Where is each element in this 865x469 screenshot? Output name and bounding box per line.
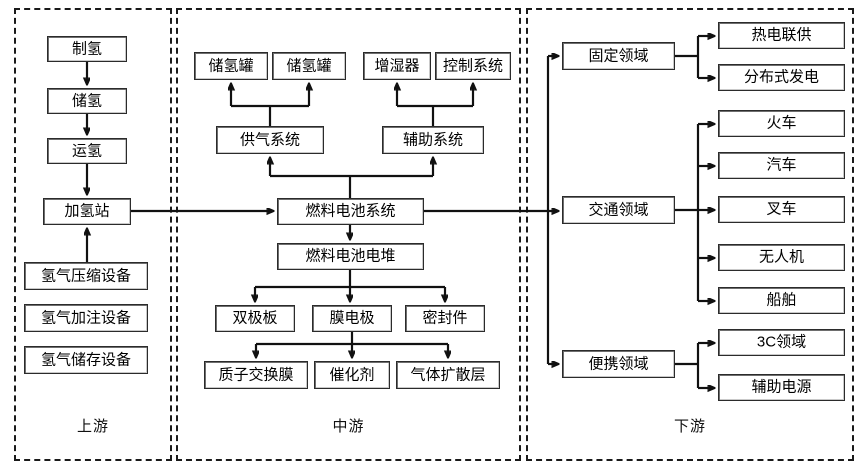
node-ship[interactable]: 船舶 [718, 287, 845, 314]
panel-label-midstream: 中游 [332, 418, 365, 435]
node-label: 分布式发电 [743, 68, 819, 86]
node-humidifier[interactable]: 增湿器 [363, 52, 431, 80]
node-stationary-field[interactable]: 固定领域 [562, 42, 675, 70]
node-label: 辅助系统 [402, 131, 463, 148]
panel-label-downstream: 下游 [673, 418, 706, 435]
node-label: 气体扩散层 [410, 366, 486, 383]
node-hydrogen-tank-2[interactable]: 储氢罐 [272, 52, 346, 80]
node-label: 无人机 [758, 248, 804, 266]
node-label: 燃料电池系统 [305, 202, 396, 220]
node-label: 燃料电池电堆 [305, 247, 396, 265]
node-hydrogen-production[interactable]: 制氢 [47, 36, 127, 62]
node-distributed-generation[interactable]: 分布式发电 [718, 64, 845, 91]
node-label: 供气系统 [239, 131, 300, 148]
node-compression-equipment[interactable]: 氢气压缩设备 [24, 262, 148, 290]
node-transport-field[interactable]: 交通领域 [562, 196, 675, 224]
node-label: 运氢 [71, 142, 102, 159]
node-car[interactable]: 汽车 [718, 152, 845, 179]
panel-upstream [14, 8, 172, 461]
node-label: 船舶 [766, 291, 797, 309]
node-label: 储氢罐 [208, 57, 254, 74]
node-storage-equipment[interactable]: 氢气储存设备 [24, 346, 148, 374]
node-label: 双极板 [232, 309, 278, 327]
node-portable-field[interactable]: 便携领域 [562, 350, 675, 378]
node-label: 叉车 [766, 200, 797, 218]
panel-midstream [176, 8, 521, 461]
node-catalyst[interactable]: 催化剂 [314, 361, 390, 389]
node-hydrogen-transport[interactable]: 运氢 [47, 138, 127, 164]
node-label: 氢气压缩设备 [40, 267, 131, 284]
node-label: 加氢站 [64, 202, 110, 220]
node-label: 质子交换膜 [218, 366, 294, 383]
node-label: 控制系统 [442, 57, 503, 74]
node-label: 氢气储存设备 [40, 351, 131, 368]
node-auxiliary-power[interactable]: 辅助电源 [718, 374, 845, 401]
node-gas-supply-system[interactable]: 供气系统 [216, 126, 324, 154]
node-proton-exchange-membrane[interactable]: 质子交换膜 [204, 361, 308, 389]
node-seal-part[interactable]: 密封件 [405, 305, 485, 332]
node-label: 3C领域 [756, 333, 807, 351]
node-hydrogen-storage[interactable]: 储氢 [47, 88, 127, 114]
node-3c-field[interactable]: 3C领域 [718, 329, 845, 356]
node-control-system[interactable]: 控制系统 [435, 52, 511, 80]
panel-label-upstream: 上游 [76, 418, 109, 435]
node-label: 汽车 [766, 156, 797, 174]
node-train[interactable]: 火车 [718, 110, 845, 137]
node-label: 膜电极 [329, 309, 375, 327]
node-label: 储氢 [71, 92, 102, 109]
node-label: 辅助电源 [751, 378, 812, 396]
panel-downstream [526, 8, 854, 461]
node-label: 储氢罐 [286, 57, 332, 74]
node-label: 火车 [766, 114, 797, 132]
node-label: 便携领域 [588, 355, 649, 372]
node-auxiliary-system[interactable]: 辅助系统 [382, 126, 484, 154]
node-drone[interactable]: 无人机 [718, 244, 845, 271]
node-bipolar-plate[interactable]: 双极板 [215, 305, 295, 332]
node-label: 催化剂 [329, 366, 375, 383]
node-label: 交通领域 [588, 201, 649, 218]
node-label: 氢气加注设备 [40, 309, 131, 326]
node-gas-diffusion-layer[interactable]: 气体扩散层 [396, 361, 500, 389]
node-label: 制氢 [71, 40, 102, 57]
node-fuel-cell-stack[interactable]: 燃料电池电堆 [277, 243, 424, 270]
node-forklift[interactable]: 叉车 [718, 196, 845, 223]
node-refueling-station[interactable]: 加氢站 [43, 198, 131, 225]
node-hydrogen-tank-1[interactable]: 储氢罐 [194, 52, 268, 80]
node-label: 热电联供 [751, 26, 812, 44]
node-membrane-electrode[interactable]: 膜电极 [312, 305, 392, 332]
node-label: 密封件 [422, 309, 468, 327]
node-label: 固定领域 [588, 47, 649, 64]
node-label: 增湿器 [374, 57, 420, 74]
node-dispensing-equipment[interactable]: 氢气加注设备 [24, 304, 148, 332]
node-combined-heat-power[interactable]: 热电联供 [718, 22, 845, 49]
node-fuel-cell-system[interactable]: 燃料电池系统 [277, 198, 424, 225]
